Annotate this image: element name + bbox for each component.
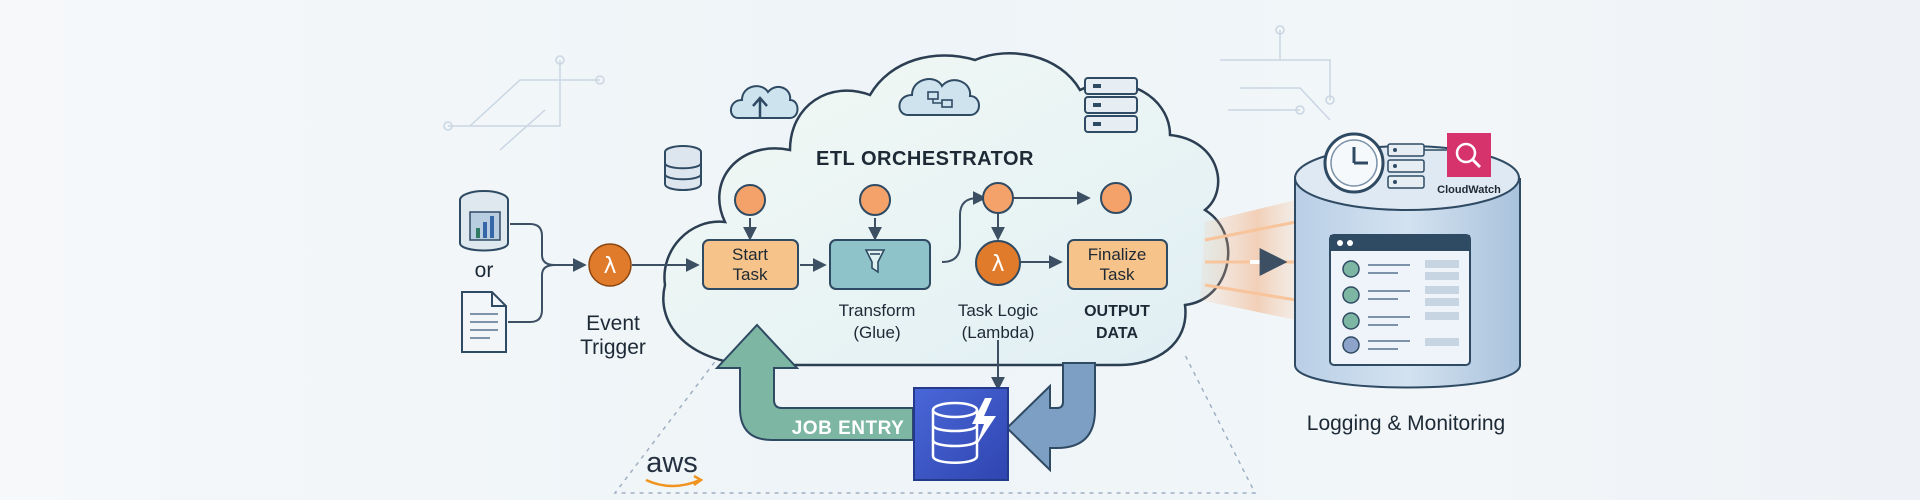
aws-smile-icon <box>645 474 704 488</box>
document-icon <box>461 291 507 353</box>
circuit-background <box>443 25 1335 198</box>
dynamodb-icon <box>913 387 1009 481</box>
database-icon <box>459 190 509 252</box>
transform-label-line2: (Glue) <box>853 323 900 342</box>
finalize-task-label-line1: Finalize <box>1088 245 1147 264</box>
data-beam <box>1200 200 1297 320</box>
metrics-stack-icon <box>1387 143 1447 189</box>
task-logic-lambda-icon: λ <box>975 240 1021 286</box>
flow-arrows <box>632 191 1091 391</box>
finalize-task-box <box>1067 239 1168 290</box>
job-entry-label: JOB ENTRY <box>792 418 905 439</box>
aws-logo: aws <box>646 447 698 479</box>
pipeline-nodes <box>734 182 1132 216</box>
lambda-icon: λ <box>588 243 632 287</box>
svg-text:λ: λ <box>603 254 616 279</box>
server-rack-icon <box>1084 77 1138 133</box>
start-task-box <box>702 239 799 290</box>
job-entry-return-arrow: JOB ENTRY <box>714 323 914 441</box>
event-trigger-label-line1: Event <box>586 312 640 335</box>
task-logic-label-line1: Task Logic <box>958 301 1039 320</box>
cloud-workflow-icon <box>898 78 980 116</box>
source-or-text: or <box>475 259 494 282</box>
logging-monitoring-label: Logging & Monitoring <box>1307 412 1505 435</box>
output-data-label-line2: DATA <box>1096 325 1139 342</box>
diagram-title: ETL ORCHESTRATOR <box>816 148 1034 170</box>
svg-text:λ: λ <box>991 252 1004 277</box>
dashboard-icon <box>1329 234 1471 366</box>
cloudwatch-icon <box>1447 133 1491 177</box>
cloudwatch-label: CloudWatch <box>1437 184 1501 196</box>
output-data-label-line1: OUTPUT <box>1084 303 1150 320</box>
finalize-task-label-line2: Task <box>1100 265 1135 284</box>
transform-box <box>829 239 931 290</box>
cloud-upload-icon <box>730 85 799 119</box>
task-logic-label-line2: (Lambda) <box>962 323 1035 342</box>
transform-label-line1: Transform <box>839 301 916 320</box>
database-small-icon <box>664 145 702 191</box>
source-connectors <box>508 223 587 323</box>
event-trigger-label-line2: Trigger <box>580 336 646 359</box>
output-return-arrow <box>1005 362 1096 473</box>
glue-icon <box>864 249 886 274</box>
clock-icon <box>1323 132 1385 194</box>
start-task-label-line1: Start <box>732 245 768 264</box>
start-task-label-line2: Task <box>733 265 768 284</box>
